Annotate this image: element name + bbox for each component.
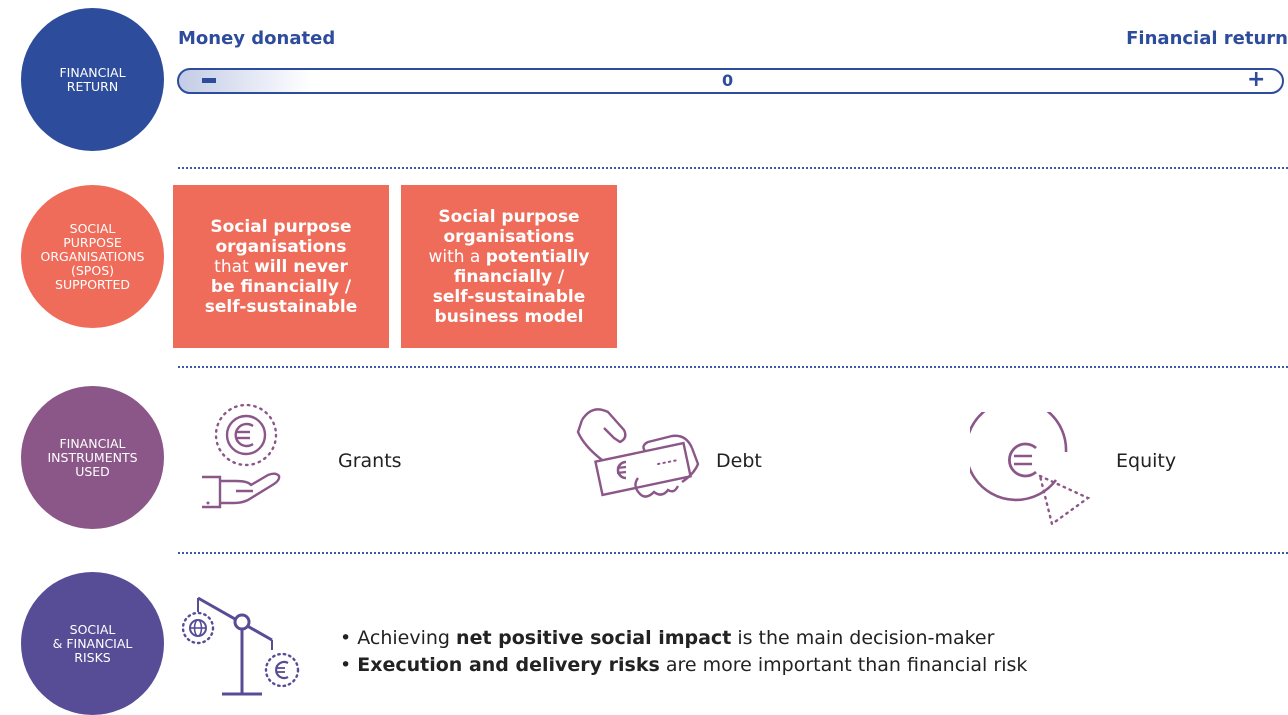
spo-box-line: organisations bbox=[215, 236, 347, 257]
spo-box-bold-text: potentially bbox=[485, 246, 590, 267]
spo-box-line: Social purpose bbox=[210, 216, 352, 237]
risk-text: is the main decision-maker bbox=[731, 627, 995, 649]
row-label-spos-supported: SOCIAL PURPOSE ORGANISATIONS (SPOs) SUPP… bbox=[40, 220, 145, 292]
spo-box-never-sustainable: Social purpose organisations that will n… bbox=[173, 185, 389, 348]
row-label-financial-instruments: FINANCIAL INSTRUMENTS USED bbox=[47, 435, 138, 479]
financial-return-scale: 0 + bbox=[177, 67, 1284, 94]
row-label-financial-return: FINANCIAL RETURN bbox=[59, 64, 126, 94]
bullet: • bbox=[340, 654, 358, 676]
scale-right-label: Financial return bbox=[1126, 28, 1288, 49]
risk-bold-text: Execution and delivery risks bbox=[357, 654, 660, 676]
risk-text: Achieving bbox=[357, 627, 457, 649]
spo-box-text: that bbox=[214, 256, 255, 277]
spo-box-line: that will never bbox=[214, 257, 348, 277]
risk-bold-text: net positive social impact bbox=[456, 627, 732, 649]
hand-euro-icon bbox=[202, 403, 281, 509]
instrument-label-debt: Debt bbox=[716, 450, 762, 472]
balance-scale-icon bbox=[181, 596, 300, 696]
spo-box-bold-text: will never bbox=[254, 256, 348, 277]
bullet: • bbox=[340, 627, 358, 649]
scale-zero-label: 0 bbox=[722, 71, 734, 90]
risk-item-execution: • Execution and delivery risks are more … bbox=[340, 652, 1027, 679]
risk-text: are more important than financial risk bbox=[659, 654, 1028, 676]
spo-box-line: with a potentially bbox=[428, 247, 589, 267]
row-label-social-financial-risks: SOCIAL & FINANCIAL RISKS bbox=[52, 621, 133, 665]
handshake-euro-icon bbox=[576, 408, 700, 498]
spo-box-line: financially / bbox=[453, 266, 565, 287]
spo-box-line: self-sustainable bbox=[432, 286, 586, 307]
row-divider bbox=[178, 366, 1288, 368]
plus-icon: + bbox=[1247, 67, 1266, 92]
row-circle-financial-instruments: FINANCIAL INSTRUMENTS USED bbox=[21, 386, 164, 529]
spo-box-line: organisations bbox=[443, 226, 575, 247]
spo-box-text: with a bbox=[428, 246, 486, 267]
row-divider bbox=[178, 552, 1288, 554]
spo-box-line: be financially / bbox=[210, 276, 352, 297]
minus-icon bbox=[202, 78, 216, 83]
row-divider bbox=[178, 167, 1288, 169]
instrument-label-equity: Equity bbox=[1116, 450, 1177, 472]
risk-item-social-impact: • Achieving net positive social impact i… bbox=[340, 625, 1027, 652]
instrument-label-grants: Grants bbox=[338, 450, 402, 472]
risks-list: • Achieving net positive social impact i… bbox=[340, 625, 1027, 679]
spo-box-line: business model bbox=[434, 306, 584, 327]
row-circle-spos-supported: SOCIAL PURPOSE ORGANISATIONS (SPOs) SUPP… bbox=[21, 185, 164, 328]
spo-box-potentially-sustainable: Social purpose organisations with a pote… bbox=[401, 185, 617, 348]
spo-box-line: Social purpose bbox=[438, 206, 580, 227]
row-circle-financial-return: FINANCIAL RETURN bbox=[21, 8, 164, 151]
spo-box-line: self-sustainable bbox=[204, 296, 358, 317]
scale-left-label: Money donated bbox=[178, 28, 336, 49]
euro-pie-icon bbox=[970, 412, 1091, 527]
row-circle-social-financial-risks: SOCIAL & FINANCIAL RISKS bbox=[21, 572, 164, 715]
